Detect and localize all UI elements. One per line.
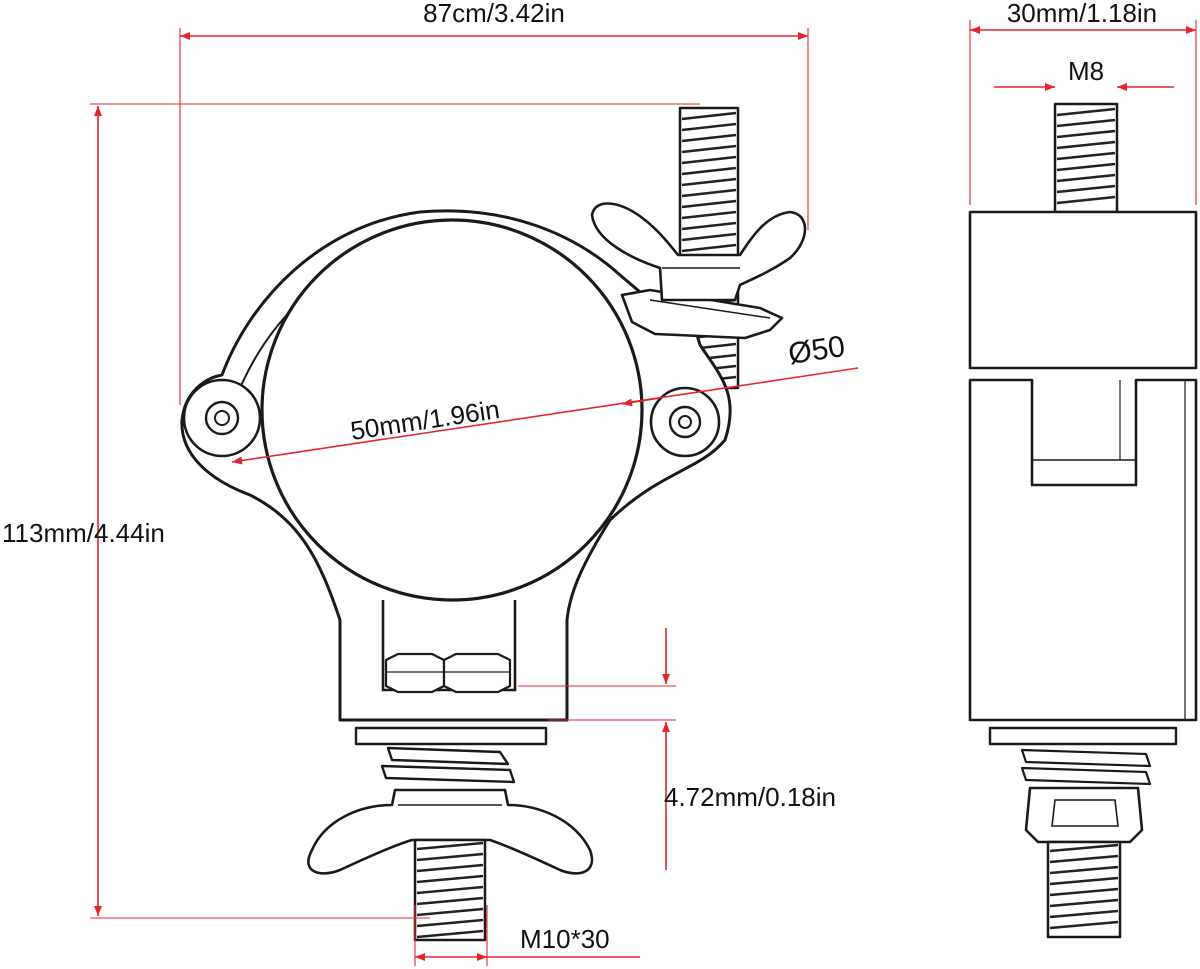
thread-line bbox=[1049, 920, 1119, 930]
front-view bbox=[180, 106, 807, 942]
gap-label: 4.72mm/0.18in bbox=[664, 782, 836, 812]
thread-line bbox=[1049, 843, 1119, 853]
thread-line bbox=[1049, 865, 1119, 875]
bottom-spring bbox=[380, 746, 516, 784]
thread-line bbox=[416, 841, 484, 851]
side-spring bbox=[1020, 748, 1152, 786]
thread-line bbox=[1049, 909, 1119, 919]
dimension-labels: 87cm/3.42in 113mm/4.44in 50mm/1.96in Ø50… bbox=[2, 0, 1157, 954]
dimension-lines bbox=[90, 20, 1197, 966]
tube-circle bbox=[260, 218, 644, 602]
thread-line bbox=[681, 122, 737, 132]
side-wing-nut bbox=[1024, 786, 1144, 844]
thread-line bbox=[681, 210, 737, 220]
overall-width-label: 87cm/3.42in bbox=[423, 0, 565, 28]
thread-line bbox=[681, 177, 737, 187]
thread-line bbox=[416, 907, 484, 917]
thread-line bbox=[416, 874, 484, 884]
right-hinge-pin bbox=[649, 386, 721, 458]
thread-line bbox=[681, 188, 737, 198]
side-lower-block bbox=[968, 378, 1198, 722]
thread-line bbox=[1056, 107, 1116, 117]
thread-line bbox=[1056, 173, 1116, 183]
thread-line bbox=[416, 852, 484, 862]
thread-line bbox=[681, 144, 737, 154]
overall-height-label: 113mm/4.44in bbox=[2, 518, 165, 548]
side-width-label: 30mm/1.18in bbox=[1007, 0, 1157, 28]
side-washer bbox=[988, 726, 1178, 746]
left-hinge-pin bbox=[182, 378, 262, 458]
thread-line bbox=[1056, 151, 1116, 161]
thread-line bbox=[681, 199, 737, 209]
thread-line bbox=[681, 166, 737, 176]
thread-line bbox=[416, 885, 484, 895]
thread-line bbox=[1056, 195, 1116, 205]
thread-line bbox=[1056, 129, 1116, 139]
thread-line bbox=[681, 133, 737, 143]
thread-line bbox=[1049, 876, 1119, 886]
thread-line bbox=[1056, 118, 1116, 128]
thread-line bbox=[681, 111, 737, 121]
thread-line bbox=[416, 929, 484, 939]
thread-line bbox=[1049, 898, 1119, 908]
top-bolt-label: M8 bbox=[1068, 56, 1104, 86]
thread-line bbox=[681, 221, 737, 231]
side-top-bolt bbox=[1053, 102, 1119, 214]
bottom-washer bbox=[354, 726, 548, 746]
thread-line bbox=[1056, 162, 1116, 172]
thread-line bbox=[1049, 854, 1119, 864]
thread-line bbox=[416, 918, 484, 928]
side-upper-block bbox=[968, 210, 1198, 370]
hex-nut bbox=[384, 652, 512, 694]
thread-line bbox=[1056, 140, 1116, 150]
thread-line bbox=[681, 155, 737, 165]
diameter-symbol-label: Ø50 bbox=[786, 330, 847, 371]
bottom-bolt-label: M10*30 bbox=[520, 924, 610, 954]
side-bottom-bolt bbox=[1046, 840, 1122, 939]
thread-line bbox=[416, 863, 484, 873]
side-view bbox=[968, 102, 1198, 939]
thread-line bbox=[1049, 887, 1119, 897]
thread-line bbox=[416, 896, 484, 906]
thread-line bbox=[681, 232, 737, 242]
top-wing-nut bbox=[590, 202, 807, 302]
thread-line bbox=[1056, 184, 1116, 194]
thread-line bbox=[681, 243, 737, 253]
bottom-bolt bbox=[413, 838, 487, 942]
